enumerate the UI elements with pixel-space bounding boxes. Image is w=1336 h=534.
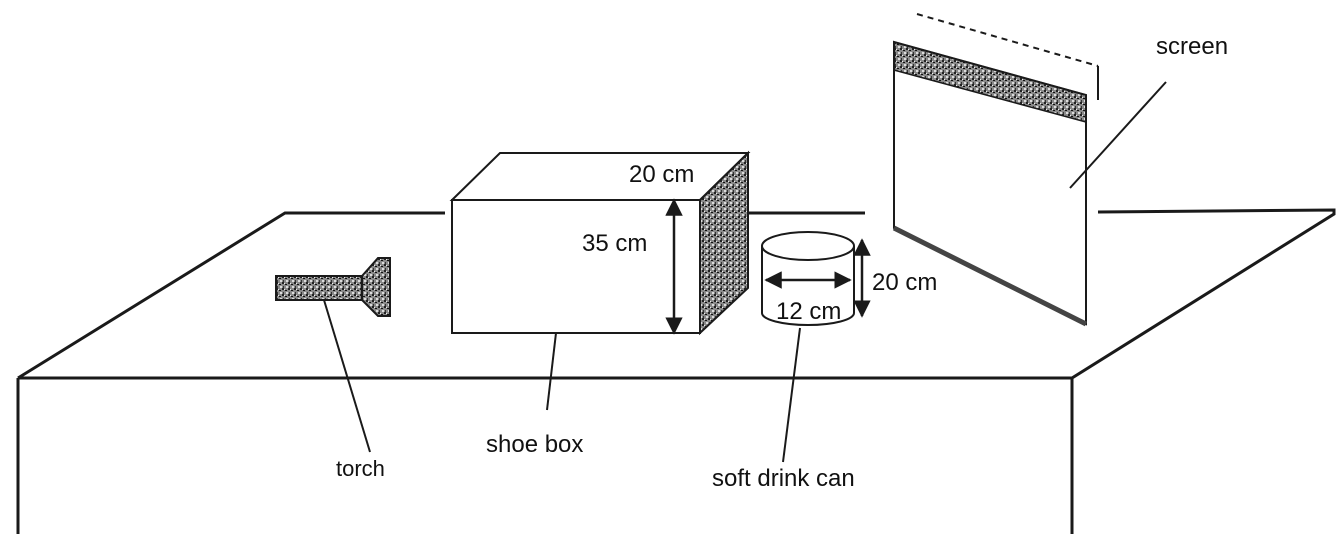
torch-label: torch <box>336 456 385 481</box>
screen-label: screen <box>1156 33 1228 60</box>
screen-bottom-edge <box>892 225 1088 327</box>
shoe-box-label: shoe box <box>486 431 583 458</box>
soft-drink-can <box>761 231 871 463</box>
table-top-front-edge <box>18 208 1336 380</box>
screen <box>892 13 1167 327</box>
shoe-box <box>449 150 751 411</box>
torch-leader-line <box>323 299 371 453</box>
can-height-label: 20 cm <box>872 269 937 296</box>
box-depth-label: 20 cm <box>629 161 694 188</box>
torch-head <box>361 257 391 317</box>
table-top-left-edge <box>17 211 445 380</box>
can-leader-line <box>782 327 801 463</box>
torch <box>275 257 391 453</box>
shoe-box-leader-line <box>546 332 557 411</box>
soft-drink-can-label: soft drink can <box>712 465 855 492</box>
torch-body <box>275 275 363 301</box>
can-top <box>761 231 855 261</box>
shoe-box-top-face <box>449 152 751 201</box>
screen-top-dashed-edge <box>916 13 1099 67</box>
can-diameter-label: 12 cm <box>776 298 841 325</box>
table <box>16 208 1336 534</box>
labels: screen torch shoe box soft drink can 20 … <box>336 33 1228 492</box>
shoe-box-front-face <box>451 199 701 334</box>
screen-leader-line <box>1069 81 1167 189</box>
box-height-label: 35 cm <box>582 230 647 257</box>
shoe-box-side-face <box>699 150 749 336</box>
